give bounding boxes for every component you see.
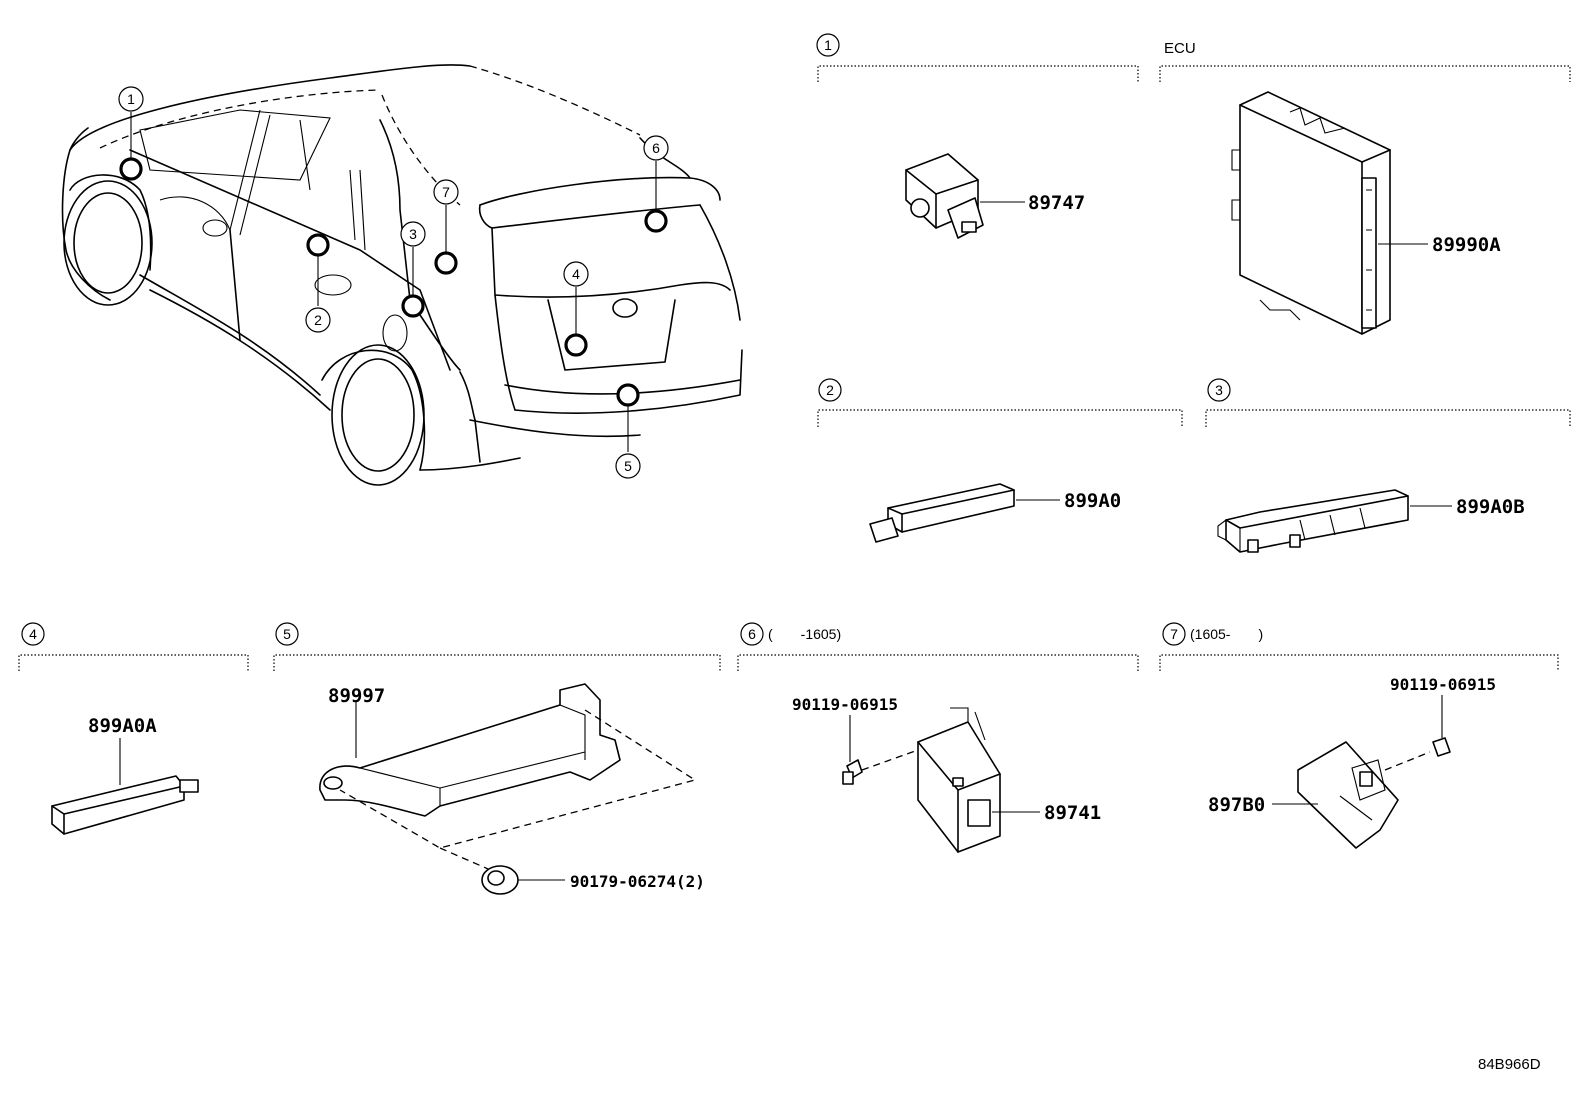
section-5-number: 5 — [283, 626, 291, 642]
location-marker-7 — [434, 251, 458, 275]
section-7-number: 7 — [1170, 626, 1178, 642]
part-897b0-illustration — [1272, 695, 1451, 849]
part-number-89997: 89997 — [328, 685, 385, 707]
vehicle-illustration — [61, 64, 743, 486]
car-callout-6 — [643, 135, 669, 161]
location-marker-1 — [119, 157, 143, 181]
section-4-number: 4 — [29, 626, 37, 642]
section-4-header: 4 — [18, 622, 249, 671]
part-number-899a0a: 899A0A — [88, 715, 157, 737]
car-callout-3 — [400, 221, 426, 247]
section-5-header: 5 — [273, 622, 721, 671]
car-callout-4-label: 4 — [572, 266, 580, 282]
section-7-header: 7 (1605- ) — [1159, 622, 1559, 671]
car-callout-1 — [118, 86, 144, 112]
part-number-89747: 89747 — [1028, 192, 1085, 214]
section-6-note: ( -1605) — [768, 626, 841, 642]
car-callout-4 — [563, 261, 589, 287]
part-89997-illustration — [319, 683, 697, 895]
section-6-header: 6 ( -1605) — [737, 622, 1139, 671]
part-89990a-illustration — [1231, 91, 1428, 335]
section-2-header: 2 — [817, 378, 1183, 427]
car-callout-5-label: 5 — [624, 458, 632, 474]
section-2-number: 2 — [826, 382, 834, 398]
section-1-header: 1 — [816, 33, 1139, 82]
part-number-90119-06915-b: 90119-06915 — [1390, 675, 1496, 694]
section-7-note: (1605- ) — [1190, 626, 1263, 642]
section-ecu-label: ECU — [1164, 40, 1196, 57]
part-89741-illustration — [842, 707, 1040, 853]
car-callouts: 1 2 3 4 5 6 7 — [118, 86, 669, 479]
car-callout-2-label: 2 — [314, 312, 322, 328]
diagram-id: 84B966D — [1478, 1056, 1541, 1073]
section-ecu-header: ECU — [1159, 40, 1571, 82]
car-callout-3-label: 3 — [409, 226, 417, 242]
part-89747-illustration — [905, 153, 1025, 239]
part-899a0b-illustration — [1217, 489, 1452, 553]
car-callout-7-label: 7 — [442, 184, 450, 200]
part-number-89741: 89741 — [1044, 802, 1101, 824]
part-number-90179-06274: 90179-06274(2) — [570, 872, 705, 891]
location-marker-3 — [401, 294, 425, 318]
location-marker-4 — [564, 333, 588, 357]
car-callout-1-label: 1 — [127, 91, 135, 107]
part-number-897b0: 897B0 — [1208, 794, 1265, 816]
location-marker-5 — [616, 383, 640, 407]
part-number-89990a: 89990A — [1432, 234, 1501, 256]
part-number-899a0: 899A0 — [1064, 490, 1121, 512]
location-marker-6 — [644, 209, 668, 233]
section-1-number: 1 — [824, 37, 832, 53]
part-899a0a-illustration — [51, 738, 199, 835]
car-callout-2 — [305, 307, 331, 333]
part-number-90119-06915-a: 90119-06915 — [792, 695, 898, 714]
section-3-header: 3 — [1205, 378, 1571, 427]
car-callout-6-label: 6 — [652, 140, 660, 156]
section-3-number: 3 — [1215, 382, 1223, 398]
car-callout-5 — [615, 453, 641, 479]
section-6-number: 6 — [748, 626, 756, 642]
part-number-899a0b: 899A0B — [1456, 496, 1525, 518]
location-marker-2 — [306, 233, 330, 257]
car-callout-7 — [433, 179, 459, 205]
part-899a0-illustration — [869, 483, 1060, 543]
